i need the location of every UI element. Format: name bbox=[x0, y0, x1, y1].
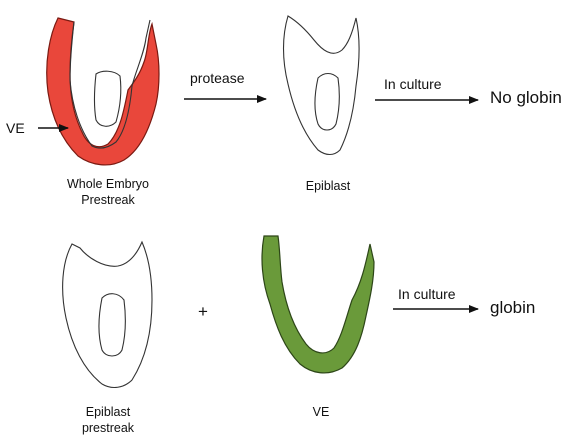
ve-caption: VE bbox=[296, 404, 346, 420]
ve-label: VE bbox=[6, 120, 25, 136]
epiblast-caption: Epiblast bbox=[288, 178, 368, 194]
visceral-endoderm-green-layer bbox=[262, 236, 374, 373]
whole-embryo-drawing bbox=[47, 18, 159, 165]
in-culture-label-2: In culture bbox=[398, 286, 456, 302]
epiblast-cavity-outline bbox=[315, 74, 339, 131]
whole-embryo-caption: Whole Embryo Prestreak bbox=[52, 176, 164, 208]
prestreak-epiblast-cavity-outline bbox=[99, 294, 125, 356]
protease-label: protease bbox=[190, 70, 244, 86]
in-culture-label-1: In culture bbox=[384, 76, 442, 92]
whole-embryo-caption-line1: Whole Embryo bbox=[52, 176, 164, 192]
no-globin-result: No globin bbox=[490, 88, 562, 108]
epiblast-drawing bbox=[284, 16, 360, 155]
prestreak-epiblast-caption: Epiblast prestreak bbox=[68, 404, 148, 436]
plus-sign: + bbox=[198, 302, 208, 322]
prestreak-epiblast-caption-line1: Epiblast bbox=[68, 404, 148, 420]
visceral-endoderm-green-drawing bbox=[262, 236, 374, 373]
prestreak-epiblast-drawing bbox=[63, 242, 152, 387]
prestreak-epiblast-caption-line2: prestreak bbox=[68, 420, 148, 436]
globin-result: globin bbox=[490, 298, 535, 318]
whole-embryo-caption-line2: Prestreak bbox=[52, 192, 164, 208]
proamniotic-cavity-outline bbox=[95, 71, 121, 126]
